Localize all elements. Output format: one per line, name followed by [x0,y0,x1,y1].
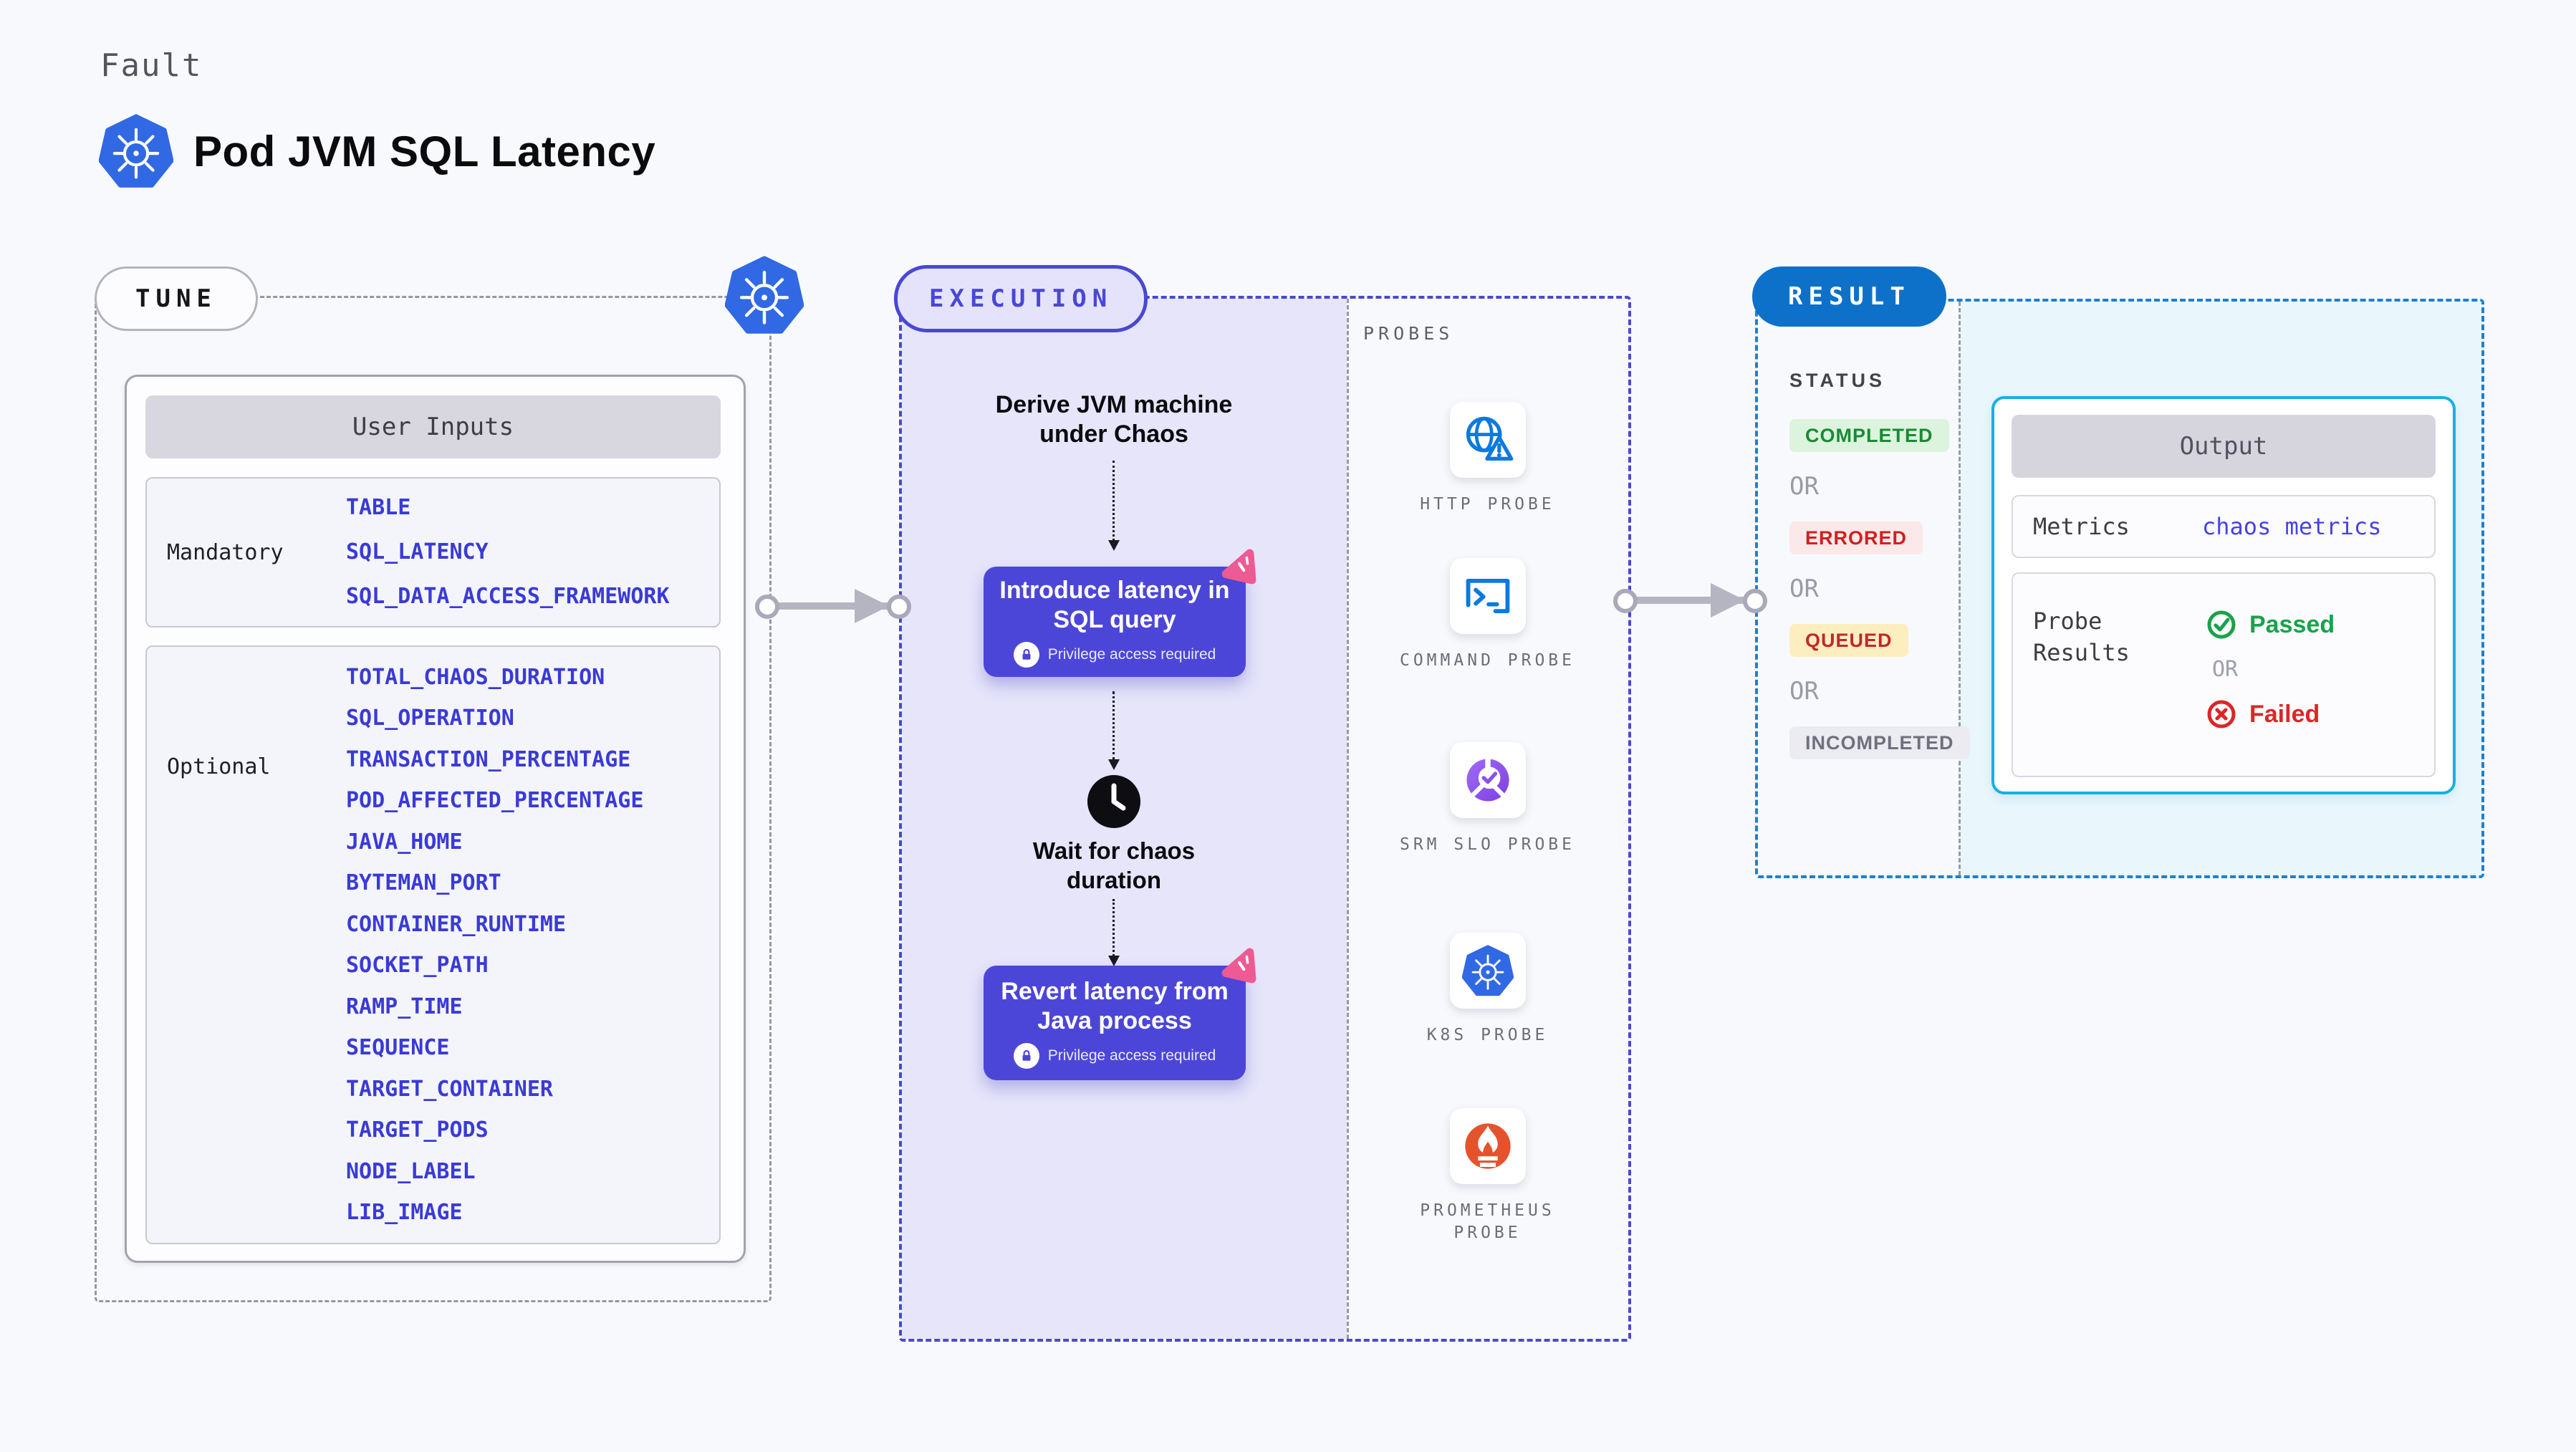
status-badge-completed: COMPLETED [1789,419,1949,452]
privilege-note: Privilege access required [1013,642,1216,668]
x-circle-icon [2207,700,2236,729]
page-header: Pod JVM SQL Latency [99,113,655,189]
probes-panel-label: PROBES [1363,323,1454,344]
metrics-row: Metrics chaos metrics [2012,495,2436,558]
command-probe-icon [1449,558,1526,634]
optional-params-list: TOTAL_CHAOS_DURATION SQL_OPERATION TRANSAC… [346,647,719,1243]
status-or-separator: OR [1789,677,1819,706]
clock-icon [1087,775,1140,828]
mandatory-label: Mandatory [167,539,284,565]
flow-arrow-down-icon [1108,691,1120,770]
inject-latency-step: Introduce latency in SQL query Privilege… [984,567,1246,677]
failed-row: Failed [2206,699,2335,729]
execution-flow-panel: Derive JVM machine under Chaos Introduce… [902,299,1347,1339]
passed-row: Passed [2206,610,2335,640]
status-or-separator: OR [1789,574,1819,603]
page-title: Pod JVM SQL Latency [193,127,656,176]
param-item: POD_AFFECTED_PERCENTAGE [346,788,644,813]
probe-item-label: HTTP PROBE [1420,495,1555,514]
tune-section-badge: TUNE [95,266,258,331]
param-item: RAMP_TIME [346,994,463,1019]
tune-section [95,296,772,1302]
chaos-litmus-icon [1221,948,1256,984]
kubernetes-icon [99,113,173,189]
inject-step-title: Introduce latency in SQL query [999,577,1230,633]
probes-panel: PROBES [1347,299,1628,1339]
chaos-litmus-icon [1221,549,1256,585]
wait-step-text: Wait for chaos duration [1032,837,1196,893]
failed-label: Failed [2249,700,2320,728]
probe-item-label: K8S PROBE [1426,1026,1549,1044]
flow-arrow-down-icon [1108,461,1120,551]
execution-section-badge: EXECUTION [894,265,1148,332]
passed-label: Passed [2249,610,2335,638]
status-heading: STATUS [1789,370,1885,391]
optional-params-row: Optional TOTAL_CHAOS_DURATION SQL_OPERATI… [145,645,721,1244]
mandatory-params-row: Mandatory TABLE SQL_LATENCY SQL_DATA_ACCES… [145,477,721,628]
status-badge-errored: ERRORED [1789,521,1923,554]
probe-results-row: Probe Results Passed OR [2012,572,2436,777]
mandatory-params-list: TABLE SQL_LATENCY SQL_DATA_ACCESS_FRAMEWOR… [346,479,719,626]
probe-item-prometheus: PROMETHEUS PROBE [1347,1108,1628,1244]
flow-arrow-down-icon [1108,899,1120,966]
probe-results-label: Probe Results [2033,607,2130,666]
output-card: Output Metrics chaos metrics Probe Resul… [1991,396,2456,794]
check-circle-icon [2207,610,2236,639]
probe-item-label: PROMETHEUS PROBE [1420,1201,1555,1242]
status-badge-incompleted: INCOMPLETED [1789,726,1970,759]
probe-item-http: HTTP PROBE [1347,402,1628,516]
user-inputs-card: User Inputs Mandatory TABLE SQL_LATENCY SQ… [125,375,746,1263]
param-item: TARGET_CONTAINER [346,1076,553,1102]
prometheus-probe-icon [1449,1108,1526,1184]
probe-item-srm-slo: SRM SLO PROBE [1347,742,1628,856]
srm-slo-probe-icon [1449,742,1526,818]
param-item: LIB_IMAGE [346,1200,463,1225]
probe-item-label: COMMAND PROBE [1399,651,1575,670]
probe-results-or: OR [2212,657,2239,682]
param-item: BYTEMAN_PORT [346,870,501,895]
param-item: SQL_OPERATION [346,706,514,731]
param-item: SQL_DATA_ACCESS_FRAMEWORK [346,584,670,609]
metrics-label: Metrics [2033,513,2130,540]
lock-icon [1013,1043,1039,1069]
param-item: SQL_LATENCY [346,539,489,564]
param-item: SEQUENCE [346,1035,450,1060]
fault-kicker: Fault [100,47,203,84]
probe-item-label: SRM SLO PROBE [1399,835,1575,854]
revert-step-title: Revert latency from Java process [1001,978,1229,1034]
output-title: Output [2012,415,2436,478]
status-badge-queued: QUEUED [1789,624,1908,657]
user-inputs-title: User Inputs [145,395,721,458]
result-section: STATUS COMPLETED OR ERRORED OR QUEUED OR INCOM… [1755,299,2484,878]
result-section-badge: RESULT [1752,266,1946,327]
param-item: NODE_LABEL [346,1158,476,1184]
optional-label: Optional [167,754,271,779]
probe-item-command: COMMAND PROBE [1347,558,1628,672]
privilege-note: Privilege access required [1013,1043,1216,1069]
metrics-value: chaos metrics [2202,513,2382,540]
param-item: TARGET_PODS [346,1117,489,1143]
execution-section: Derive JVM machine under Chaos Introduce… [899,296,1631,1342]
k8s-probe-icon [1449,933,1526,1009]
param-item: CONTAINER_RUNTIME [346,911,567,937]
status-list: COMPLETED OR ERRORED OR QUEUED OR INCOMPLETED [1789,419,1970,781]
status-or-separator: OR [1789,472,1819,501]
probe-results-values: Passed OR Failed [2206,574,2335,776]
param-item: TOTAL_CHAOS_DURATION [346,664,605,690]
derive-step-text: Derive JVM machine under Chaos [995,391,1233,448]
lock-icon [1013,642,1039,668]
param-item: TRANSACTION_PERCENTAGE [346,746,631,772]
probe-item-k8s: K8S PROBE [1347,933,1628,1047]
arrow-right-icon [1711,583,1745,617]
revert-latency-step: Revert latency from Java process Privile… [984,966,1246,1080]
privilege-note-text: Privilege access required [1047,1047,1216,1064]
param-item: SOCKET_PATH [346,953,489,978]
privilege-note-text: Privilege access required [1047,646,1216,663]
http-probe-icon [1449,402,1526,478]
kubernetes-icon [725,255,804,335]
param-item: TABLE [346,495,411,520]
arrow-right-icon [855,589,889,623]
param-item: JAVA_HOME [346,829,463,855]
